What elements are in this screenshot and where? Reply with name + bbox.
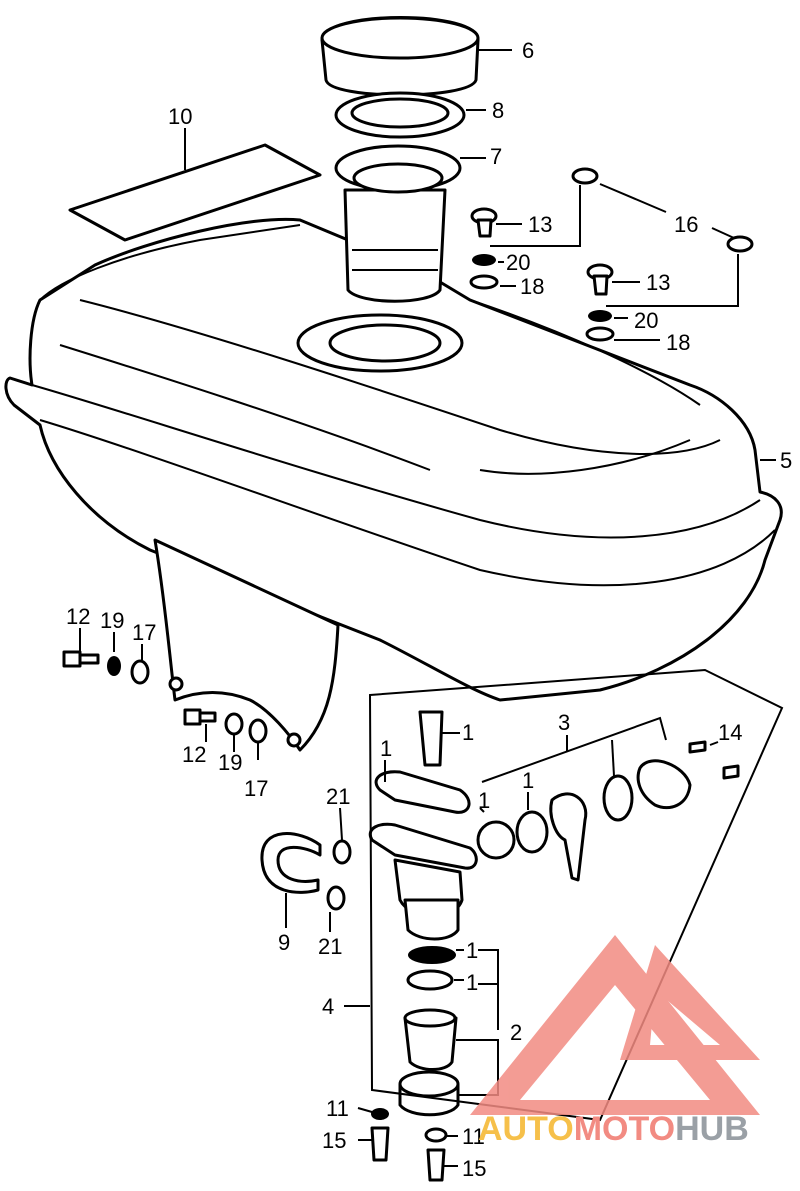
callout-10: 10 (168, 104, 192, 129)
callout-1c: 1 (478, 788, 490, 813)
callout-numbers: 6 8 7 10 13 16 20 18 13 20 18 5 12 19 17… (66, 38, 792, 1181)
callout-14: 14 (718, 720, 742, 745)
callout-8: 8 (492, 98, 504, 123)
callout-13a: 13 (528, 212, 552, 237)
callout-20a: 20 (506, 250, 530, 275)
callout-2: 2 (510, 1020, 522, 1045)
callout-15b: 15 (462, 1156, 486, 1181)
callout-6: 6 (522, 38, 534, 63)
watermark-auto: AUTO (478, 1110, 574, 1148)
callout-5: 5 (780, 448, 792, 473)
fuel-strainer (334, 144, 462, 303)
drain-screws (370, 1108, 448, 1182)
callout-12b: 12 (182, 742, 206, 767)
callout-20b: 20 (634, 308, 658, 333)
callout-1b: 1 (380, 736, 392, 761)
callout-12a: 12 (66, 604, 90, 629)
caution-label (68, 143, 322, 242)
assembly-outline (368, 668, 784, 1122)
watermark-text: AUTOMOTOHUB (478, 1110, 749, 1148)
fuel-hose (260, 832, 352, 911)
watermark-hub: HUB (675, 1110, 749, 1148)
callout-15a: 15 (322, 1128, 346, 1153)
fuel-cock-assembly (368, 710, 740, 1117)
mount-bolt-set-a (62, 650, 150, 685)
watermark-triangle-icon (470, 935, 760, 1115)
callout-11a: 11 (326, 1096, 349, 1121)
watermark-moto: MOTO (574, 1110, 675, 1148)
callout-21b: 21 (318, 934, 342, 959)
cap-gasket (334, 91, 466, 139)
callout-1f: 1 (466, 970, 478, 995)
callout-19a: 19 (100, 608, 124, 633)
callout-13b: 13 (646, 270, 670, 295)
mount-bolt-set-b (183, 708, 268, 744)
fuel-tank (4, 217, 783, 752)
callout-16: 16 (674, 212, 698, 237)
drain-hardware-a (469, 167, 599, 290)
callout-11b: 11 (462, 1124, 485, 1149)
callout-21a: 21 (326, 784, 350, 809)
callout-18b: 18 (666, 330, 690, 355)
callout-17b: 17 (244, 776, 268, 801)
callout-7: 7 (490, 144, 502, 169)
callout-1a: 1 (462, 720, 474, 745)
drain-hardware-b (585, 235, 754, 342)
callout-1d: 1 (522, 768, 534, 793)
callout-19b: 19 (218, 750, 242, 775)
callout-17a: 17 (132, 620, 156, 645)
watermark-inner-triangle-icon (620, 945, 760, 1060)
leader-lines (79, 49, 776, 1167)
callout-3: 3 (558, 710, 570, 735)
callout-9: 9 (278, 930, 290, 955)
callout-1e: 1 (466, 938, 478, 963)
watermark-logo (470, 935, 760, 1115)
callout-4: 4 (322, 994, 334, 1019)
callout-18a: 18 (520, 274, 544, 299)
fuel-cap (320, 16, 480, 97)
